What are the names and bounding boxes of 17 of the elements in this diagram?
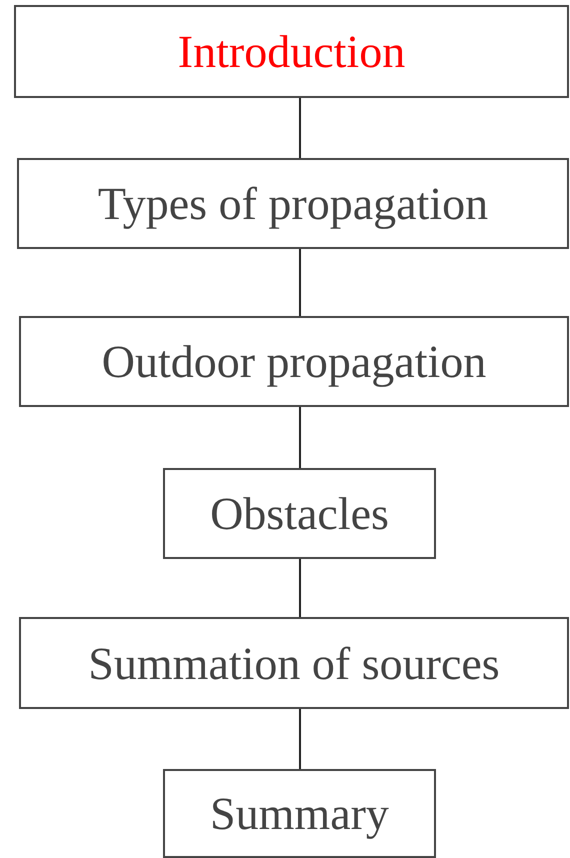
box-label: Introduction: [178, 25, 406, 78]
box-label: Summation of sources: [88, 636, 500, 690]
process-box: [17, 158, 569, 249]
process-box: [14, 5, 569, 98]
box-label: Obstacles: [210, 487, 389, 540]
process-box: [19, 316, 569, 407]
connector-line: [299, 98, 301, 158]
process-box: [19, 617, 569, 709]
connector-line: [299, 559, 301, 617]
connector-line: [299, 407, 301, 468]
connector-line: [299, 709, 301, 769]
box-label: Types of propagation: [98, 177, 488, 230]
box-label: Summary: [210, 787, 389, 840]
box-label: Outdoor propagation: [102, 335, 486, 388]
process-box: [163, 468, 436, 559]
connector-line: [299, 249, 301, 316]
process-box: [163, 769, 436, 858]
